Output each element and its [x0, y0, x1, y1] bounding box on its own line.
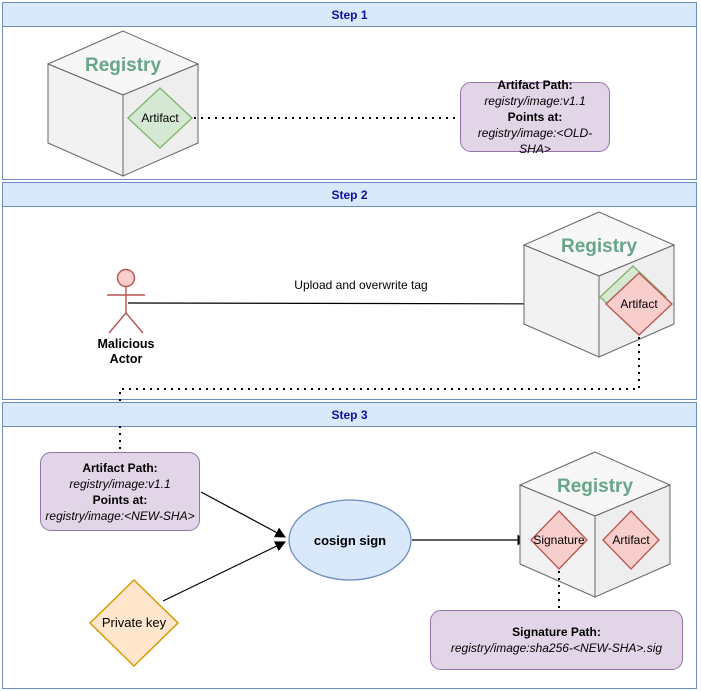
step-1-header: Step 1 [3, 3, 696, 27]
step-3-header: Step 3 [3, 403, 696, 427]
note-heading: Signature Path: [512, 625, 601, 639]
note-artifact-path-old: Artifact Path: registry/image:v1.1 Point… [460, 78, 610, 156]
step-1-title: Step 1 [331, 7, 368, 22]
step-3-title: Step 3 [331, 407, 368, 422]
note-signature-path: Signature Path: registry/image:sha256-<N… [430, 610, 683, 670]
note-value: registry/image:<OLD-SHA> [477, 126, 593, 156]
note-heading: Points at: [92, 492, 148, 507]
note-value: registry/image:v1.1 [69, 476, 171, 491]
note-value: registry/image:<NEW-SHA> [45, 508, 195, 523]
note-heading: Artifact Path: [82, 460, 158, 475]
step-2-title: Step 2 [331, 187, 368, 202]
note-artifact-path-new: Artifact Path: registry/image:v1.1 Point… [40, 452, 200, 531]
section-step-2: Step 2 [2, 182, 697, 400]
note-heading: Points at: [507, 110, 563, 124]
step-2-header: Step 2 [3, 183, 696, 207]
note-value: registry/image:sha256-<NEW-SHA>.sig [450, 641, 663, 655]
note-heading: Artifact Path: [497, 78, 573, 92]
note-value: registry/image:v1.1 [484, 94, 586, 108]
